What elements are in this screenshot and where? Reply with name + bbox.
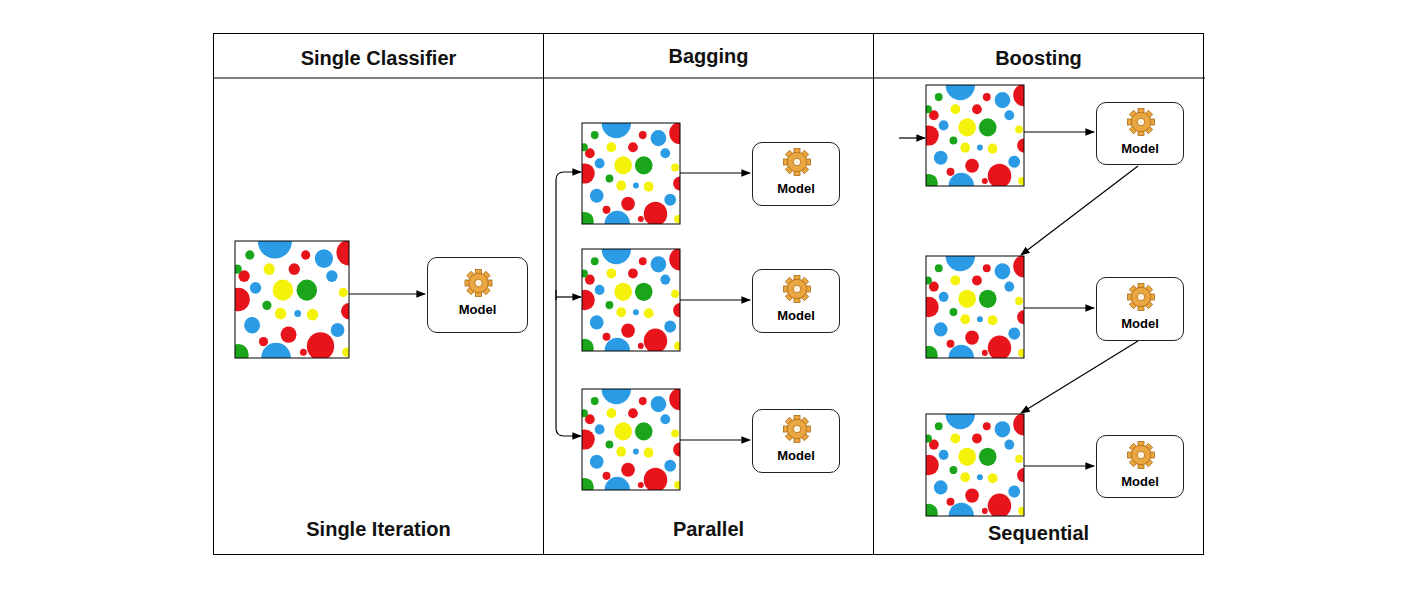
model-label: Model	[1097, 474, 1183, 489]
gear-icon	[1097, 436, 1185, 499]
model-label: Model	[753, 448, 839, 463]
gear-icon	[753, 270, 841, 334]
column-header: Boosting	[874, 47, 1203, 70]
model-label: Model	[1097, 141, 1183, 156]
model-box: Model	[1096, 277, 1184, 341]
dataset-image	[227, 70, 1035, 529]
model-label: Model	[753, 181, 839, 196]
gear-icon	[428, 258, 529, 334]
model-box: Model	[752, 269, 840, 333]
method-column: BoostingSequentialModelModelModel	[873, 33, 1204, 555]
model-label: Model	[428, 302, 527, 317]
column-caption: Single Iteration	[214, 518, 543, 541]
column-caption: Sequential	[874, 522, 1203, 545]
model-label: Model	[1097, 316, 1183, 331]
method-column: Single ClassifierSingle Iteration Model	[213, 33, 544, 555]
model-box: Model	[427, 257, 528, 333]
model-box: Model	[1096, 102, 1184, 165]
gear-icon	[753, 410, 841, 474]
model-label: Model	[753, 308, 839, 323]
column-header: Single Classifier	[214, 47, 543, 70]
gear-icon	[1097, 278, 1185, 342]
model-box: Model	[752, 142, 840, 206]
gear-icon	[1097, 103, 1185, 166]
table-rule	[213, 78, 1205, 79]
model-box: Model	[1096, 435, 1184, 498]
flow-arrow	[349, 132, 1138, 466]
model-box: Model	[752, 409, 840, 473]
method-column: BaggingParallelModelModelModel	[543, 33, 874, 555]
column-caption: Parallel	[544, 518, 873, 541]
gear-icon	[753, 143, 841, 207]
column-header: Bagging	[544, 45, 873, 68]
